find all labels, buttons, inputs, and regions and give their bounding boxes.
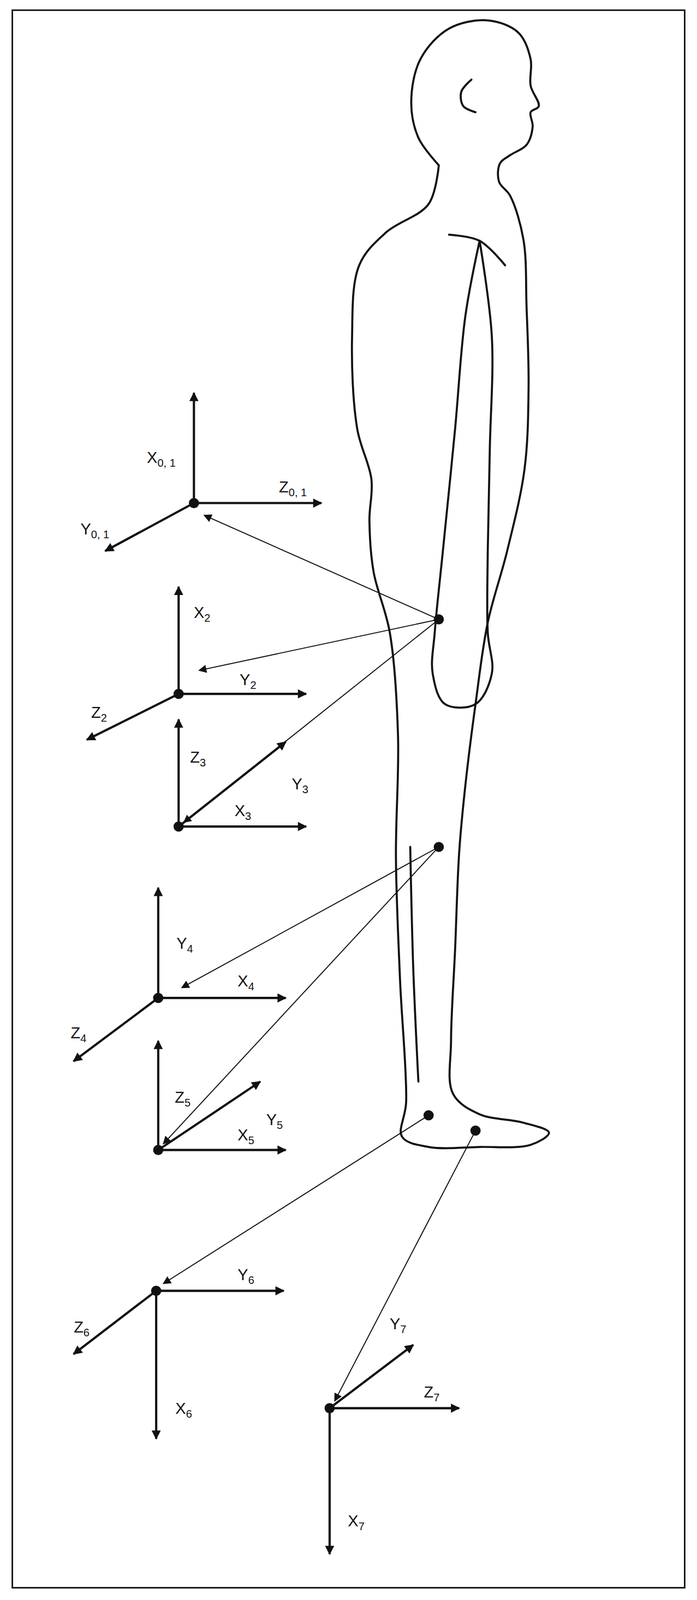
axis-label: Z0, 1 [278,478,307,495]
point-dot [188,497,200,509]
axis-arrow [178,825,307,828]
body-outline [352,20,550,1148]
point-dot [433,614,445,625]
axis-arrow [155,1290,158,1439]
axis-label: Y4 [176,934,193,951]
pointer-line [183,619,439,823]
pointer-line [163,846,439,1144]
axis-arrow [329,1407,460,1410]
arm-outline [431,240,493,708]
frame-border [12,10,685,1588]
point-dot [324,1402,336,1414]
point-dot [470,1125,481,1136]
point-dot [173,688,184,700]
axis-label: Z6 [73,1318,90,1335]
ear [460,79,476,113]
axis-label: X3 [234,802,252,819]
pointer-lines [163,515,476,1402]
collar-line [449,234,506,266]
pointer-line [199,619,439,671]
axis-label: X6 [175,1400,192,1417]
pointer-line [204,515,439,620]
joint-dots [151,497,481,1414]
axis-label: Z4 [70,1025,87,1041]
axis-arrow [178,692,307,695]
axis-label: Z5 [174,1088,191,1105]
axis-label: X2 [193,604,211,621]
axis-arrow [105,503,195,552]
axis-label: Y7 [389,1315,407,1332]
coordinate-frames [73,392,460,1554]
axis-label: X7 [347,1512,365,1529]
axis-label: X4 [237,972,254,989]
point-dot [153,1144,164,1155]
axis-label: Z2 [91,704,107,721]
axis-arrow [177,719,180,827]
pointer-line [334,1130,476,1401]
pointer-line [163,1115,429,1284]
leg-line [410,846,419,1082]
axis-arrow [158,1081,261,1150]
axis-arrow [156,1289,284,1292]
axis-arrow [158,1148,287,1152]
axis-label: Z7 [423,1384,440,1401]
axis-label: X5 [237,1127,254,1143]
point-dot [151,1285,162,1296]
axis-label: Y3 [291,775,308,792]
axis-arrow [86,693,179,740]
axis-label: X0, 1 [146,449,176,466]
human-figure [352,20,550,1148]
axis-arrow [329,1344,414,1409]
pointer-line [181,846,439,988]
axis-arrow [157,1040,160,1151]
axis-arrow [158,996,287,999]
axis-arrow [177,586,180,694]
point-dot [173,821,184,832]
axis-arrow [328,1408,331,1554]
point-dot [153,992,164,1004]
axis-label: Y2 [239,671,256,688]
axis-label: Z3 [189,749,206,766]
axis-arrow [193,501,322,504]
axis-arrow [192,392,195,504]
axis-arrow [157,887,160,998]
axis-label: Y5 [266,1111,283,1128]
axis-label: Y0, 1 [80,520,110,537]
axis-arrow [73,997,159,1062]
point-dot [423,1110,434,1121]
axis-arrow [73,1290,157,1355]
point-dot [433,841,445,853]
axis-label: Y6 [237,1266,254,1283]
